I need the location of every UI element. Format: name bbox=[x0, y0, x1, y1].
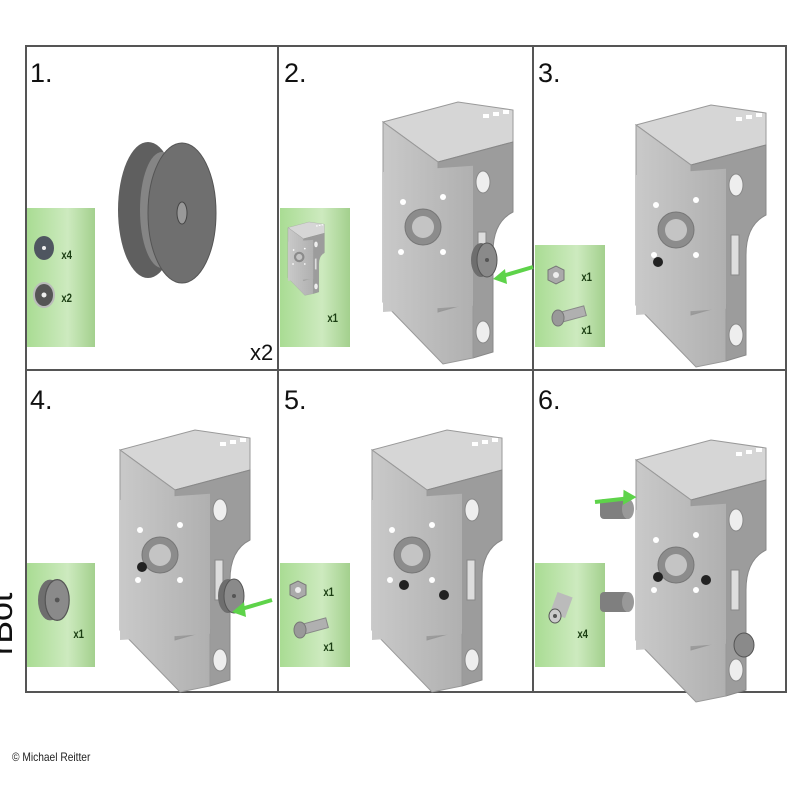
step-number: 5. bbox=[284, 385, 307, 415]
side-label: rBot bbox=[0, 592, 20, 655]
step-number: 1. bbox=[30, 58, 53, 88]
nut-icon bbox=[547, 265, 565, 285]
nut-icon bbox=[289, 580, 307, 600]
part-qty: x2 bbox=[61, 291, 73, 305]
pulley-icon bbox=[118, 142, 217, 284]
arrow-icon bbox=[593, 483, 640, 511]
part-qty: x1 bbox=[581, 270, 593, 284]
step-number: 3. bbox=[538, 58, 561, 88]
parts-panel bbox=[535, 245, 605, 347]
divider bbox=[25, 369, 787, 371]
parts-panel bbox=[27, 208, 95, 347]
spacer-part bbox=[600, 592, 634, 612]
parts-panel bbox=[280, 563, 350, 667]
copyright: © Michael Reitter bbox=[12, 750, 91, 764]
step-number: 4. bbox=[30, 385, 53, 415]
spacer-part bbox=[600, 499, 634, 519]
part-qty: x4 bbox=[61, 248, 73, 262]
bracket-icon bbox=[287, 221, 325, 296]
multiplier: x2 bbox=[250, 340, 274, 365]
spacer-icon bbox=[548, 591, 573, 624]
bracket-assembly bbox=[119, 429, 274, 693]
part-qty: x1 bbox=[323, 585, 335, 599]
parts-panel bbox=[535, 563, 605, 667]
bracket-assembly bbox=[382, 101, 535, 365]
bracket-assembly bbox=[635, 439, 767, 703]
part-qty: x4 bbox=[577, 627, 589, 641]
bracket-assembly bbox=[635, 104, 767, 368]
part-qty: x1 bbox=[327, 311, 339, 325]
bearing-icon bbox=[33, 282, 55, 308]
pulley-icon bbox=[37, 578, 70, 622]
part-qty: x1 bbox=[323, 640, 335, 654]
part-qty: x1 bbox=[73, 627, 85, 641]
bracket-assembly bbox=[371, 429, 503, 693]
step-number: 6. bbox=[538, 385, 561, 415]
step-number: 2. bbox=[284, 58, 307, 88]
washer-icon bbox=[34, 236, 54, 260]
part-qty: x1 bbox=[581, 323, 593, 337]
